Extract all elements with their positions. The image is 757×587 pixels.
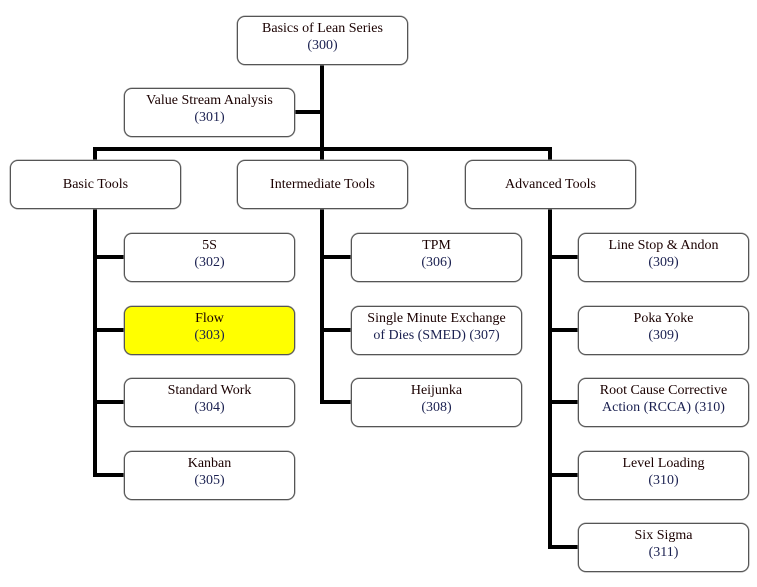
trunk-line <box>320 64 324 160</box>
root-node: Basics of Lean Series (300) <box>237 16 408 65</box>
item-code: (308) <box>421 400 452 415</box>
item-tpm: TPM (306) <box>351 233 522 282</box>
branch-connector <box>548 328 579 332</box>
item-code: (303) <box>194 328 225 343</box>
item-label: TPM <box>422 238 451 253</box>
branch-connector <box>93 473 124 477</box>
item-label: Flow <box>195 311 224 326</box>
item-code: of Dies (SMED) (307) <box>373 328 500 343</box>
basic-spine <box>93 209 97 477</box>
item-label: Poka Yoke <box>633 311 694 326</box>
branch-connector <box>320 400 351 404</box>
intermediate-spine <box>320 209 324 404</box>
item-code: (306) <box>421 255 452 270</box>
value-stream-node: Value Stream Analysis (301) <box>124 88 295 137</box>
item-six-sigma: Six Sigma (311) <box>578 523 749 572</box>
item-label: Line Stop & Andon <box>608 238 719 253</box>
item-code: (302) <box>194 255 225 270</box>
advanced-spine <box>548 209 552 549</box>
category-bar <box>93 147 552 151</box>
item-label: Root Cause Corrective <box>599 383 728 398</box>
value-stream-code: (301) <box>194 110 225 125</box>
item-heijunka: Heijunka (308) <box>351 378 522 427</box>
item-code: (305) <box>194 473 225 488</box>
category-intermediate-tools: Intermediate Tools <box>237 160 408 209</box>
item-label: Standard Work <box>167 383 252 398</box>
branch-connector <box>93 400 124 404</box>
branch-connector <box>320 328 351 332</box>
branch-connector <box>548 545 579 549</box>
branch-connector <box>93 328 124 332</box>
item-label: Level Loading <box>622 456 705 471</box>
category-label: Basic Tools <box>62 177 129 192</box>
item-label: Six Sigma <box>634 528 693 543</box>
branch-connector <box>320 255 351 259</box>
item-label: Single Minute Exchange <box>367 311 506 326</box>
branch-connector <box>93 255 124 259</box>
item-label: Heijunka <box>410 383 463 398</box>
item-code: Action (RCCA) (310) <box>602 400 725 415</box>
item-label: Kanban <box>187 456 232 471</box>
root-label: Basics of Lean Series <box>262 21 383 36</box>
item-poka-yoke: Poka Yoke (309) <box>578 306 749 355</box>
item-smed: Single Minute Exchange of Dies (SMED) (3… <box>351 306 522 355</box>
branch-connector <box>548 473 579 477</box>
item-rcca: Root Cause Corrective Action (RCCA) (310… <box>578 378 749 427</box>
item-standard-work: Standard Work (304) <box>124 378 295 427</box>
side-connector <box>294 110 322 114</box>
item-code: (309) <box>648 328 679 343</box>
item-kanban: Kanban (305) <box>124 451 295 500</box>
item-code: (309) <box>648 255 679 270</box>
drop-advanced <box>548 147 552 160</box>
item-flow: Flow (303) <box>124 306 295 355</box>
item-code: (304) <box>194 400 225 415</box>
item-label: 5S <box>202 238 217 253</box>
item-5s: 5S (302) <box>124 233 295 282</box>
root-code: (300) <box>307 38 338 53</box>
category-advanced-tools: Advanced Tools <box>465 160 636 209</box>
category-label: Advanced Tools <box>505 177 596 192</box>
branch-connector <box>548 400 579 404</box>
item-line-stop-andon: Line Stop & Andon (309) <box>578 233 749 282</box>
category-basic-tools: Basic Tools <box>10 160 181 209</box>
item-code: (310) <box>648 473 679 488</box>
item-level-loading: Level Loading (310) <box>578 451 749 500</box>
item-code: (311) <box>648 545 679 560</box>
value-stream-label: Value Stream Analysis <box>146 93 273 108</box>
drop-basic <box>93 147 97 160</box>
category-label: Intermediate Tools <box>270 177 375 192</box>
branch-connector <box>548 255 579 259</box>
